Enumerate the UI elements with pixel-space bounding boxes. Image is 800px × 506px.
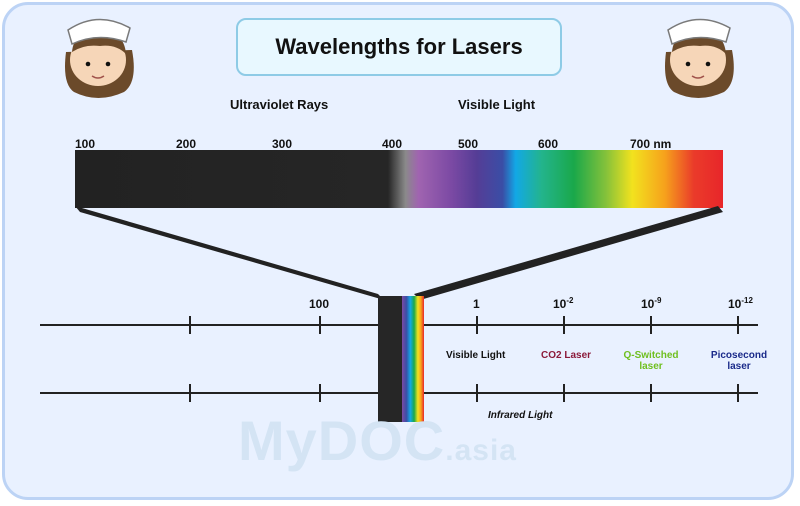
scale-tick-10e-12: 10-12	[728, 296, 753, 312]
page-title: Wavelengths for Lasers	[275, 34, 523, 59]
scale-tick-10e-2: 10-2	[553, 296, 574, 312]
zoom-line-left	[75, 206, 384, 300]
picosecond-laser-label: Picosecond laser	[710, 350, 768, 372]
visible-light-heading: Visible Light	[458, 97, 536, 112]
scale-ticks-top	[189, 316, 739, 334]
mydoc-watermark-logo: MyDOC.asia	[238, 409, 517, 472]
spectrum-tick-100: 100	[75, 137, 96, 151]
spectrum-tick-300: 300	[272, 137, 293, 151]
scale-tick-10e-9: 10-9	[641, 296, 662, 312]
spectrum-bar	[75, 150, 723, 208]
co2-laser-label: CO2 Laser	[541, 350, 592, 361]
spectrum-tick-600: 600	[538, 137, 559, 151]
q-switched-laser-label: Q-Switched laser	[623, 350, 679, 372]
visible-band-rainbow	[402, 296, 424, 422]
zoom-line-right	[414, 206, 723, 300]
nurse-avatar-right-icon	[665, 18, 734, 98]
scale-ticks-bottom	[189, 384, 739, 402]
title-box: Wavelengths for Lasers	[236, 18, 562, 76]
visible-band-dark	[378, 296, 402, 422]
spectrum-tick-500: 500	[458, 137, 479, 151]
spectrum-tick-400: 400	[382, 137, 403, 151]
scale-tick-1: 1	[473, 297, 480, 311]
infrared-light-label: Infrared Light	[488, 410, 553, 421]
nurse-avatar-left-icon	[65, 18, 134, 98]
spectrum-tick-200: 200	[176, 137, 197, 151]
ultraviolet-rays-label: Ultraviolet Rays	[230, 97, 329, 112]
scale-tick-100: 100	[309, 297, 330, 311]
spectrum-tick-700nm: 700 nm	[630, 137, 672, 151]
visible-light-region-label: Visible Light	[446, 350, 506, 361]
